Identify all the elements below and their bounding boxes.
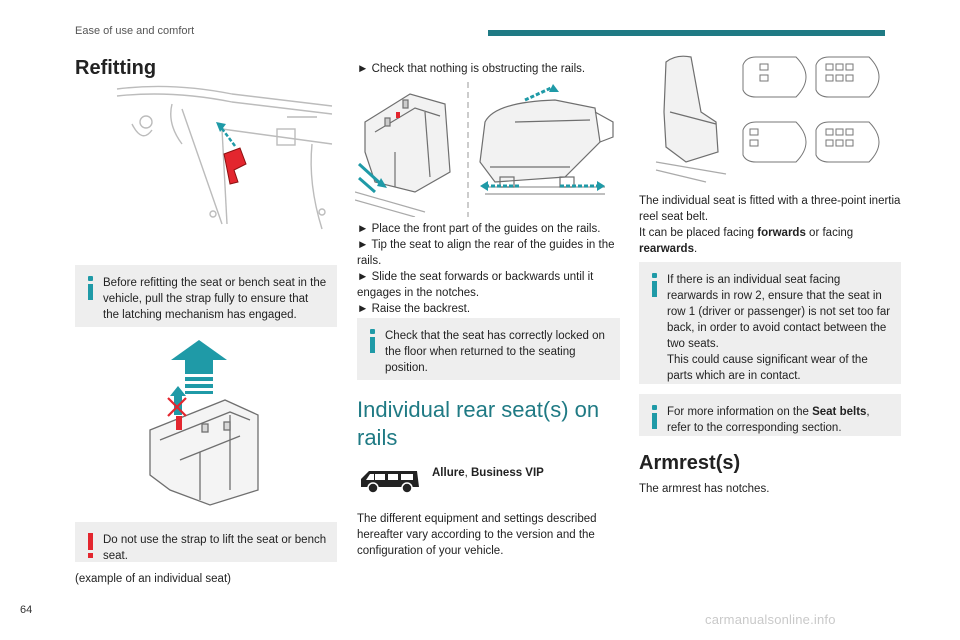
fitting-steps-list: ► Place the front part of the guides on … xyxy=(357,221,622,317)
orientation-text: It can be placed facing forwards or faci… xyxy=(639,227,854,255)
warning-icon xyxy=(84,533,98,559)
individual-seat-configurations-illustration xyxy=(655,55,880,183)
page-number: 64 xyxy=(20,604,33,616)
step-1: ► Place the front part of the guides on … xyxy=(357,223,601,235)
van-icon xyxy=(361,471,419,494)
figure-caption: (example of an individual seat) xyxy=(75,573,231,585)
section-title-individual-rear-seats: Individual rear seat(s) on rails xyxy=(357,397,600,450)
step-check-rails: ► Check that nothing is obstructing the … xyxy=(357,63,586,75)
info-icon xyxy=(84,276,98,302)
seat-rails-fitting-illustration xyxy=(355,82,614,217)
info-icon xyxy=(648,273,662,299)
armrest-text: The armrest has notches. xyxy=(639,483,770,495)
section-title-refitting: Refitting xyxy=(75,57,157,79)
info-note-rearward-seat: If there is an individual seat facing re… xyxy=(639,262,901,384)
step-3: ► Slide the seat forwards or backwards u… xyxy=(357,271,594,299)
section-title-armrests: Armrest(s) xyxy=(639,452,741,474)
step-2: ► Tip the seat to align the rear of the … xyxy=(357,239,615,267)
running-header: Ease of use and comfort xyxy=(75,25,195,37)
warning-note-strap-lift: Do not use the strap to lift the seat or… xyxy=(75,522,337,562)
info-icon xyxy=(648,405,662,431)
intro-paragraph: The different equipment and settings des… xyxy=(357,513,597,557)
info-note-strap: Before refitting the seat or bench seat … xyxy=(75,265,337,327)
watermark: carmanualsonline.info xyxy=(705,612,836,627)
seat-belt-text: The individual seat is fitted with a thr… xyxy=(639,195,901,223)
version-availability: Allure, Business VIP xyxy=(432,467,544,479)
info-note-seat-locked: Check that the seat has correctly locked… xyxy=(357,318,620,380)
info-icon xyxy=(366,329,380,355)
header-accent-bar xyxy=(488,30,885,36)
strap-refitting-illustration xyxy=(116,85,333,230)
seat-strap-pull-illustration xyxy=(149,340,259,506)
info-note-seat-belts: For more information on the Seat belts, … xyxy=(639,394,901,436)
step-4: ► Raise the backrest. xyxy=(357,303,471,315)
